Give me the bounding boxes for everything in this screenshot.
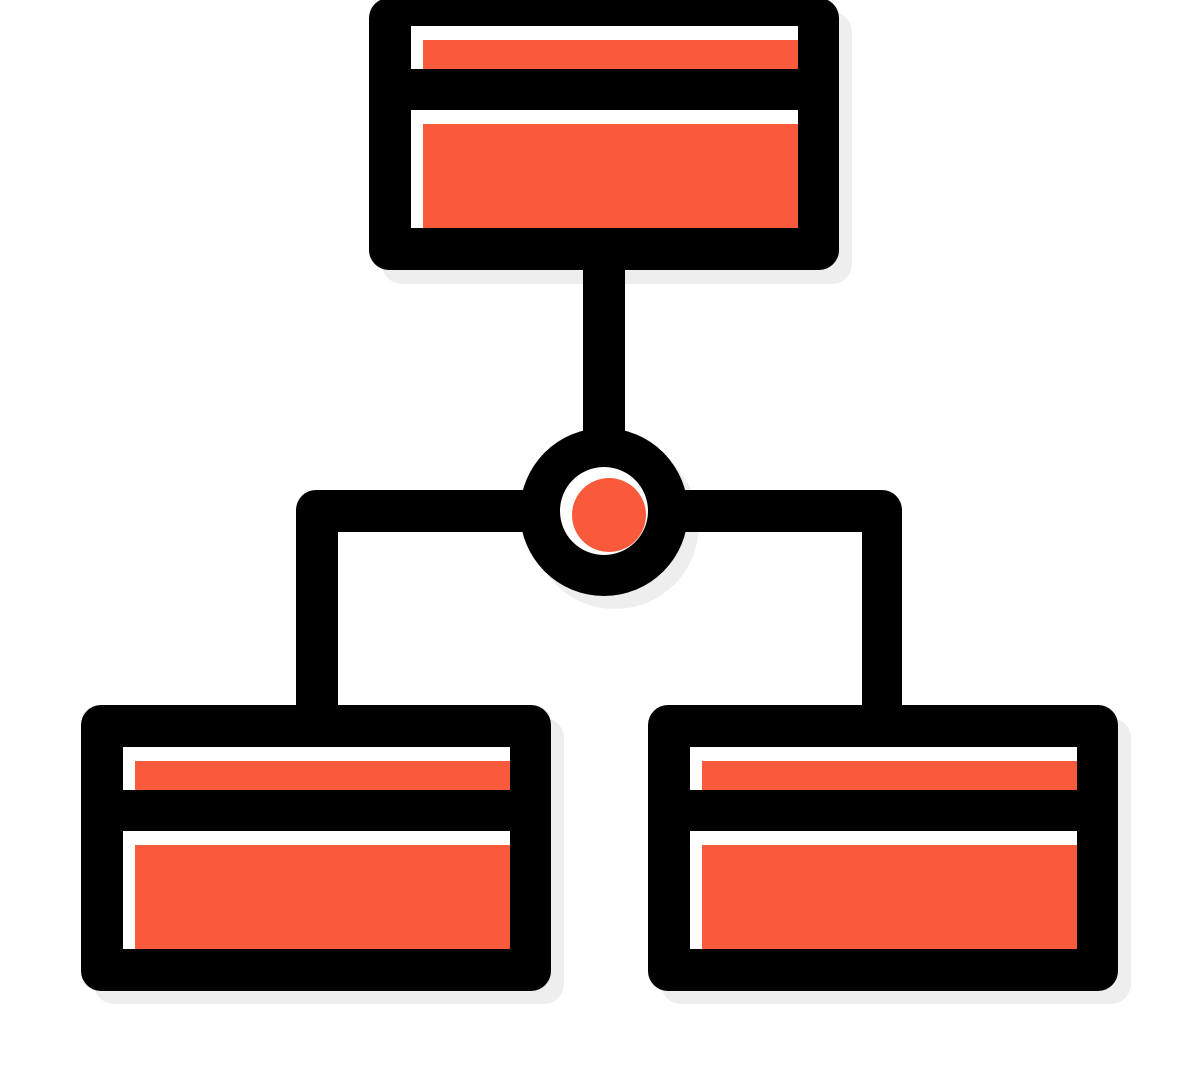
connector-vertical-top xyxy=(583,268,625,438)
node-bottom-left xyxy=(81,705,551,991)
connector-lines xyxy=(296,268,902,712)
junction-circle xyxy=(520,428,688,596)
node-top xyxy=(369,0,839,270)
connector-horizontal xyxy=(296,490,902,712)
node-bottom-right xyxy=(648,705,1118,991)
